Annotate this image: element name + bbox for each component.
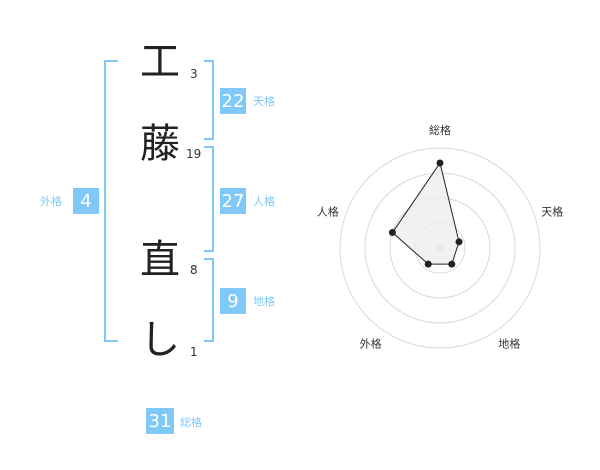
stroke-count-3: 8 [190, 263, 198, 277]
radar-point-地格 [448, 260, 456, 268]
gaikaku-bracket [104, 60, 118, 342]
stroke-count-2: 19 [186, 147, 202, 161]
radar-point-総格 [436, 159, 444, 167]
name-char-2: 藤 [140, 121, 180, 167]
radar-point-天格 [455, 238, 463, 246]
radar-point-人格 [388, 229, 396, 237]
stroke-count-4: 1 [190, 345, 198, 359]
radar-axis-label: 天格 [541, 205, 563, 219]
name-char-3: 直 [140, 237, 180, 283]
radar-ring [339, 147, 541, 349]
radar-axis-label: 地格 [498, 336, 520, 350]
name-char-4: し [140, 317, 180, 363]
soukaku-value-box: 31 [146, 408, 174, 434]
name-char-1: 工 [140, 39, 180, 85]
radar-axis-label: 総格 [429, 123, 451, 137]
chikaku-bracket [204, 258, 214, 342]
tenkaku-value-box: 22 [220, 88, 246, 114]
jinkaku-label: 人格 [253, 195, 275, 208]
jinkaku-value-box: 27 [220, 188, 246, 214]
gaikaku-label: 外格 [40, 195, 62, 208]
radar-point-外格 [424, 260, 432, 268]
chikaku-value-box: 9 [220, 288, 246, 314]
tenkaku-label: 天格 [253, 95, 275, 108]
jinkaku-bracket [204, 146, 214, 252]
stroke-count-1: 3 [190, 67, 198, 81]
chikaku-label: 地格 [253, 295, 275, 308]
radar-axis-label: 外格 [360, 336, 382, 350]
tenkaku-bracket [204, 60, 214, 140]
radar-axis-label: 人格 [317, 205, 339, 219]
radar-polygon [391, 161, 460, 265]
soukaku-label: 総格 [180, 416, 202, 429]
gaikaku-value-box: 4 [73, 188, 99, 214]
